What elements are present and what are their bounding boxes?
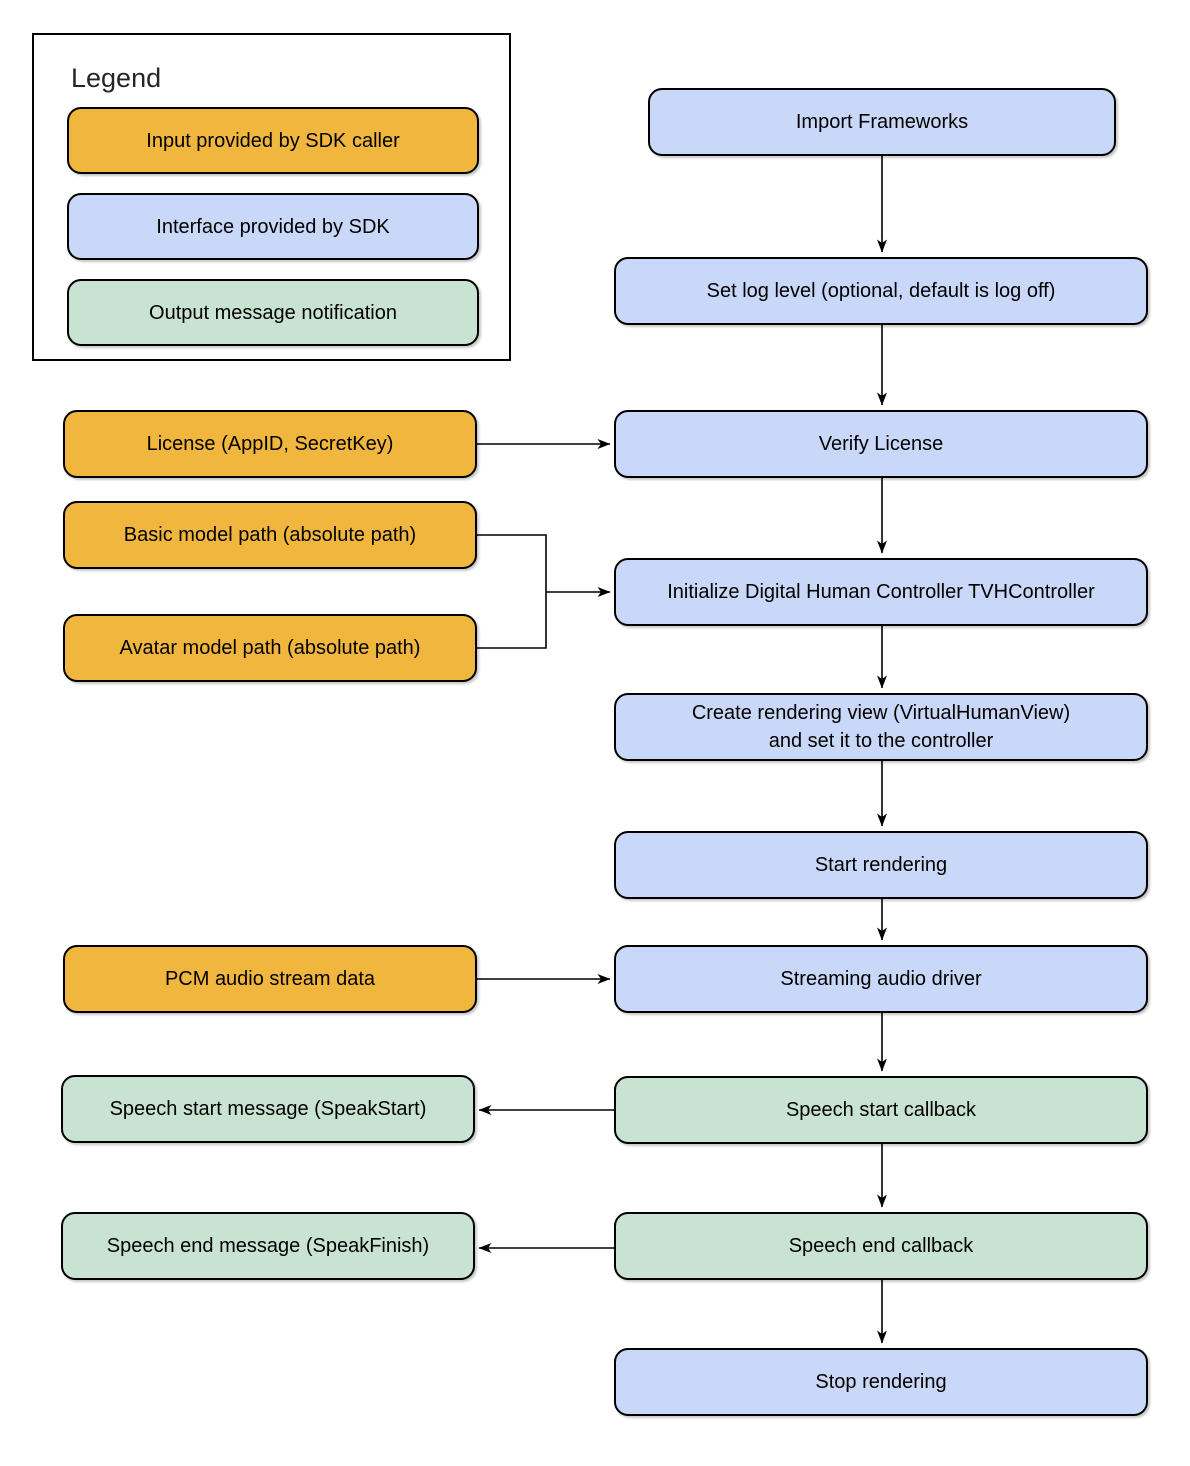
node-label-pcm-audio-stream: PCM audio stream data [164, 968, 376, 990]
node-license: License (AppID, SecretKey) [63, 410, 477, 478]
node-speech-start-callback: Speech start callback [614, 1076, 1148, 1144]
node-label-streaming-audio-driver: Streaming audio driver [780, 968, 982, 990]
node-set-log-level: Set log level (optional, default is log … [614, 257, 1148, 325]
legend-item-input: Input provided by SDK caller [67, 107, 479, 174]
node-basic-model-path: Basic model path (absolute path) [63, 501, 477, 569]
node-label-speech-end-callback: Speech end callback [788, 1235, 974, 1257]
node-label-stop-rendering: Stop rendering [815, 1371, 947, 1393]
node-label-basic-model-path: Basic model path (absolute path) [123, 524, 417, 546]
edge-modelpaths-merge-bracket [477, 534, 547, 649]
node-label-verify-license: Verify License [818, 433, 944, 455]
legend: Legend Input provided by SDK caller Inte… [32, 33, 511, 361]
node-import-frameworks: Import Frameworks [648, 88, 1116, 156]
node-label-avatar-model-path: Avatar model path (absolute path) [119, 637, 421, 659]
legend-item-input-label: Input provided by SDK caller [146, 129, 400, 152]
node-label-speech-start-message: Speech start message (SpeakStart) [109, 1098, 427, 1120]
node-label-set-log-level: Set log level (optional, default is log … [706, 280, 1056, 302]
node-streaming-audio-driver: Streaming audio driver [614, 945, 1148, 1013]
node-avatar-model-path: Avatar model path (absolute path) [63, 614, 477, 682]
node-speech-end-callback: Speech end callback [614, 1212, 1148, 1280]
node-label-create-rendering-view: Create rendering view (VirtualHumanView)… [691, 702, 1071, 752]
node-speech-end-message: Speech end message (SpeakFinish) [61, 1212, 475, 1280]
node-label-speech-end-message: Speech end message (SpeakFinish) [106, 1235, 430, 1257]
legend-title: Legend [71, 63, 162, 93]
node-start-rendering: Start rendering [614, 831, 1148, 899]
node-verify-license: Verify License [614, 410, 1148, 478]
node-label-license: License (AppID, SecretKey) [146, 433, 394, 455]
node-label-import-frameworks: Import Frameworks [795, 111, 969, 133]
node-label-speech-start-callback: Speech start callback [785, 1099, 977, 1121]
legend-item-output: Output message notification [67, 279, 479, 346]
node-label-start-rendering: Start rendering [814, 854, 948, 876]
legend-item-interface-label: Interface provided by SDK [156, 215, 390, 238]
node-stop-rendering: Stop rendering [614, 1348, 1148, 1416]
node-speech-start-message: Speech start message (SpeakStart) [61, 1075, 475, 1143]
node-pcm-audio-stream: PCM audio stream data [63, 945, 477, 1013]
node-label-initialize-controller: Initialize Digital Human Controller TVHC… [667, 581, 1095, 603]
node-initialize-controller: Initialize Digital Human Controller TVHC… [614, 558, 1148, 626]
legend-item-output-label: Output message notification [149, 301, 397, 324]
node-create-rendering-view: Create rendering view (VirtualHumanView)… [614, 693, 1148, 761]
legend-item-interface: Interface provided by SDK [67, 193, 479, 260]
